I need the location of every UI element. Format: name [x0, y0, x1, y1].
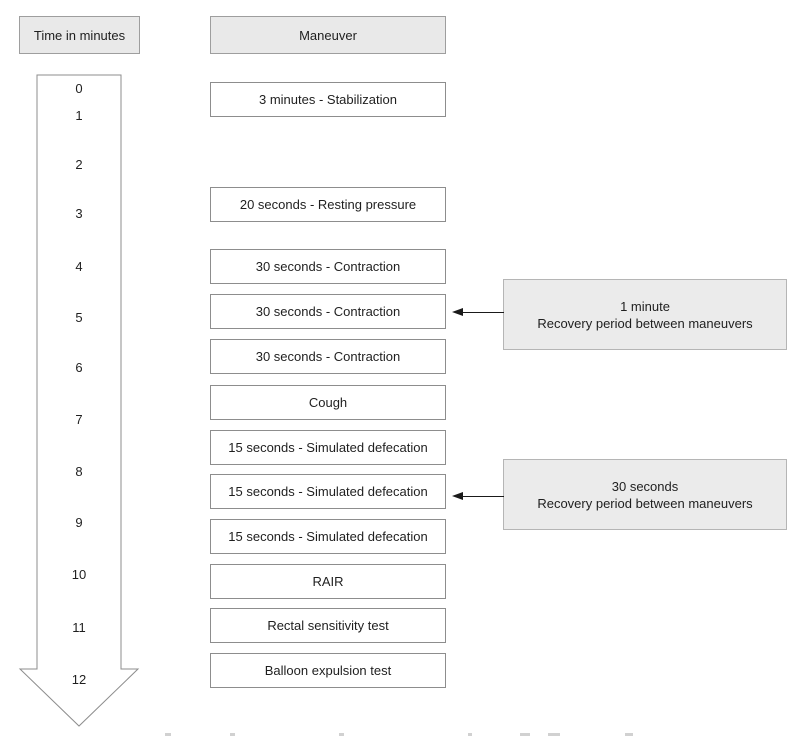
maneuver-box: 3 minutes - Stabilization [210, 82, 446, 117]
minute-label-11: 11 [72, 620, 86, 635]
connector-line [460, 312, 504, 313]
maneuver-box: 15 seconds - Simulated defecation [210, 430, 446, 465]
recovery-duration: 1 minute [620, 298, 670, 314]
minute-label-7: 7 [75, 412, 83, 427]
minute-label-5: 5 [75, 310, 83, 325]
maneuver-box: Cough [210, 385, 446, 420]
minute-label-6: 6 [75, 360, 83, 375]
connector-line [460, 496, 504, 497]
maneuver-box: Balloon expulsion test [210, 653, 446, 688]
maneuver-box: 15 seconds - Simulated defecation [210, 519, 446, 554]
minute-label-0: 0 [75, 81, 83, 96]
minute-label-12: 12 [71, 672, 87, 687]
maneuver-column-header: Maneuver [210, 16, 446, 54]
minute-label-1: 1 [75, 108, 83, 123]
recovery-callout-1-minute: 1 minute Recovery period between maneuve… [503, 279, 787, 350]
maneuver-box: 30 seconds - Contraction [210, 294, 446, 329]
maneuver-box: RAIR [210, 564, 446, 599]
recovery-description: Recovery period between maneuvers [537, 315, 753, 331]
recovery-duration: 30 seconds [611, 478, 679, 494]
maneuver-box: 30 seconds - Contraction [210, 249, 446, 284]
recovery-callout-30-seconds: 30 seconds Recovery period between maneu… [503, 459, 787, 530]
time-column-header: Time in minutes [19, 16, 140, 54]
maneuver-box: 15 seconds - Simulated defecation [210, 474, 446, 509]
maneuver-box: Rectal sensitivity test [210, 608, 446, 643]
left-arrowhead-icon [452, 308, 463, 316]
maneuver-box: 20 seconds - Resting pressure [210, 187, 446, 222]
minute-label-2: 2 [75, 157, 83, 172]
left-arrowhead-icon [452, 492, 463, 500]
minute-label-4: 4 [75, 259, 83, 274]
maneuver-box: 30 seconds - Contraction [210, 339, 446, 374]
minute-label-3: 3 [75, 206, 83, 221]
minute-label-10: 10 [71, 567, 87, 582]
minute-label-8: 8 [75, 464, 83, 479]
minute-label-9: 9 [75, 515, 83, 530]
recovery-description: Recovery period between maneuvers [537, 495, 753, 511]
